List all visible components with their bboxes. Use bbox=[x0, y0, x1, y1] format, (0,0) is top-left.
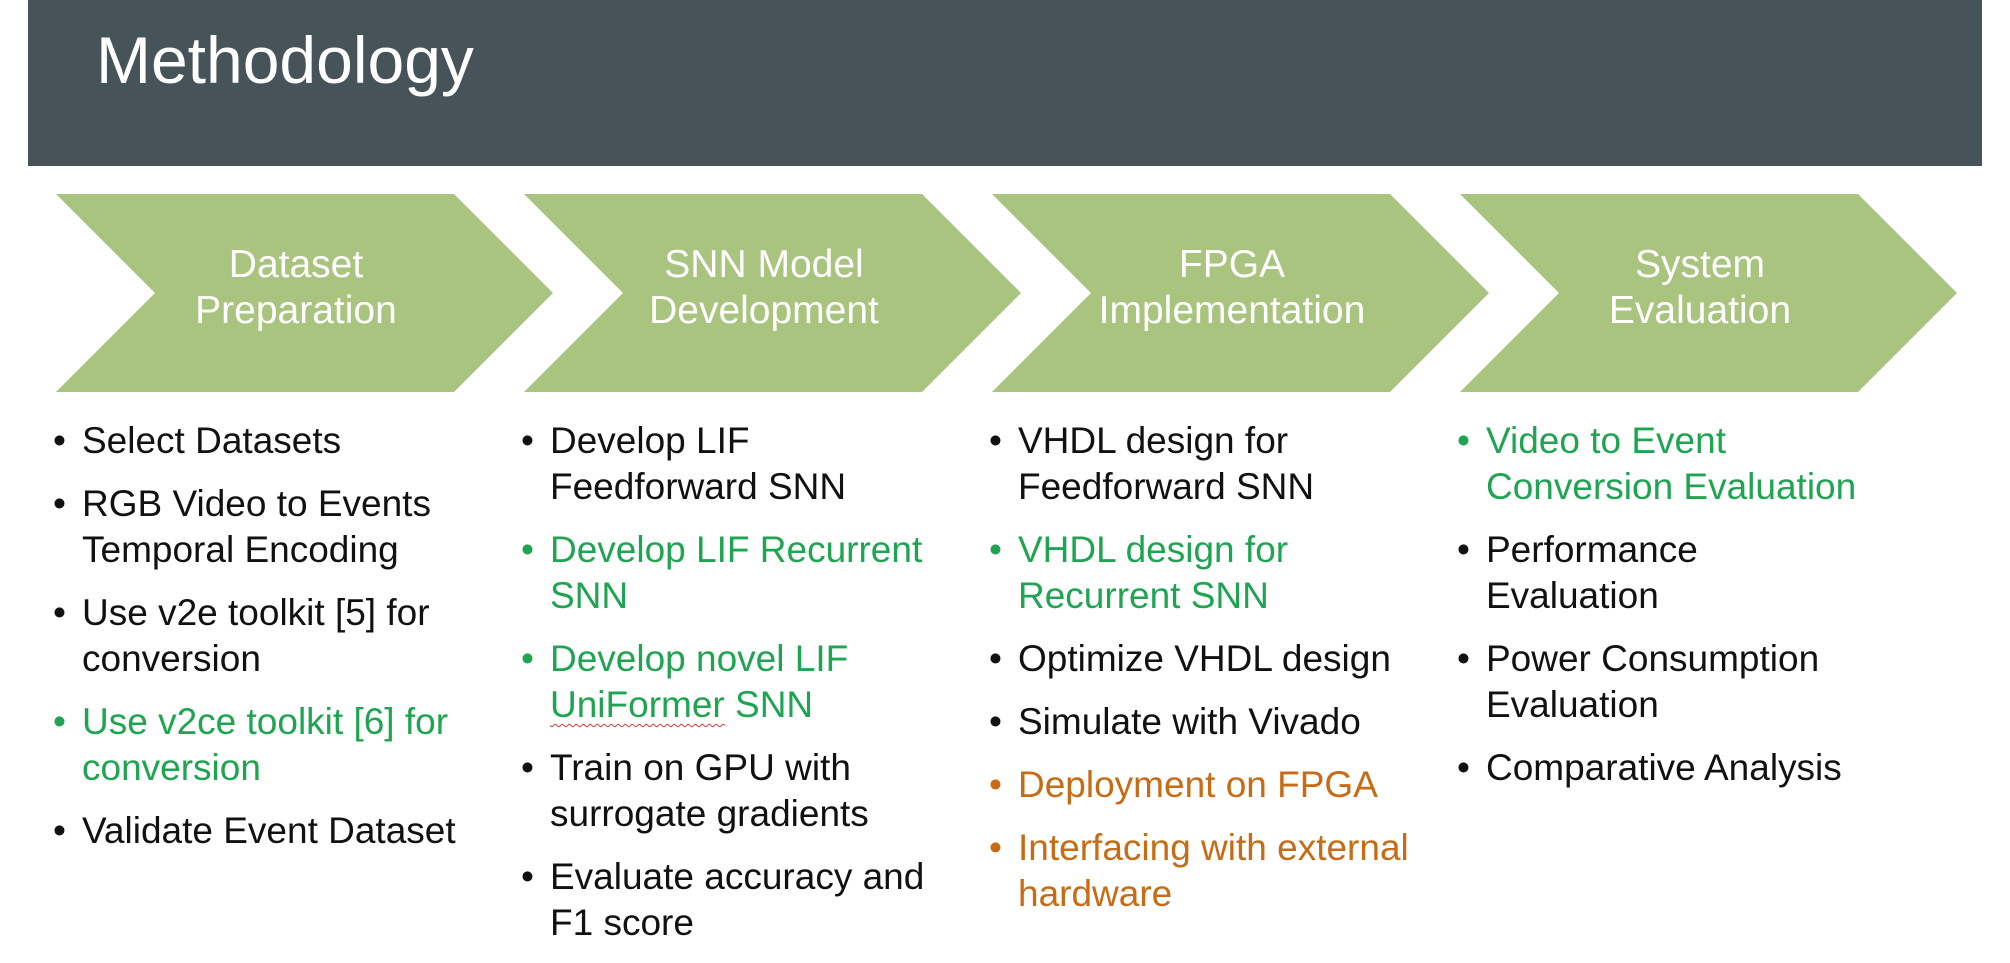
bullet-list-dataset-preparation: Select Datasets RGB Video to Events Temp… bbox=[53, 418, 463, 871]
bullet-item: Power Consumption Evaluation bbox=[1457, 636, 1877, 728]
chevron-arrow-shape bbox=[992, 194, 1489, 392]
bullet-list-system-evaluation: Video to Event Conversion Evaluation Per… bbox=[1457, 418, 1877, 808]
chevron-label-line1: SNN Model bbox=[664, 243, 864, 286]
bullet-item: Use v2ce toolkit [6] for conversion bbox=[53, 699, 463, 791]
chevron-arrow-shape bbox=[56, 194, 553, 392]
bullet-item: Video to Event Conversion Evaluation bbox=[1457, 418, 1877, 510]
bullet-item: Deployment on FPGA bbox=[989, 762, 1409, 808]
bullet-item: VHDL design for Recurrent SNN bbox=[989, 527, 1409, 619]
bullet-item: Develop LIF Recurrent SNN bbox=[521, 527, 941, 619]
spellcheck-underlined-word: UniFormer bbox=[550, 684, 725, 725]
bullet-item: Validate Event Dataset bbox=[53, 808, 463, 854]
bullet-text-before: Develop novel LIF bbox=[550, 638, 849, 679]
bullet-item: Interfacing with external hardware bbox=[989, 825, 1409, 917]
chevron-snn-model-development: SNN Model Development bbox=[524, 194, 1024, 392]
chevron-label: System Evaluation bbox=[1500, 242, 1900, 334]
chevron-label: SNN Model Development bbox=[564, 242, 964, 334]
chevron-system-evaluation: System Evaluation bbox=[1460, 194, 1960, 392]
bullet-item: RGB Video to Events Temporal Encoding bbox=[53, 481, 463, 573]
bullet-text-after: SNN bbox=[724, 684, 814, 725]
bullet-item: Comparative Analysis bbox=[1457, 745, 1877, 791]
chevron-label-line2: Evaluation bbox=[1608, 289, 1792, 332]
bullet-item: VHDL design for Feedforward SNN bbox=[989, 418, 1409, 510]
chevron-label-line2: Development bbox=[649, 289, 879, 332]
slide-title: Methodology bbox=[96, 23, 474, 97]
chevron-label: Dataset Preparation bbox=[96, 242, 496, 334]
chevron-label: FPGA Implementation bbox=[1032, 242, 1432, 334]
chevron-label-line1: Dataset bbox=[228, 243, 364, 286]
chevron-dataset-preparation: Dataset Preparation bbox=[56, 194, 556, 392]
chevron-label-line2: Preparation bbox=[195, 289, 397, 332]
bullet-item: Performance Evaluation bbox=[1457, 527, 1877, 619]
bullet-item: Simulate with Vivado bbox=[989, 699, 1409, 745]
bullet-item: Develop novel LIF UniFormer SNN bbox=[521, 636, 941, 728]
bullet-item: Develop LIF Feedforward SNN bbox=[521, 418, 941, 510]
bullet-item: Use v2e toolkit [5] for conversion bbox=[53, 590, 463, 682]
chevron-fpga-implementation: FPGA Implementation bbox=[992, 194, 1492, 392]
title-bar: Methodology bbox=[28, 0, 1982, 166]
bullet-item: Optimize VHDL design bbox=[989, 636, 1409, 682]
chevron-arrow-shape bbox=[524, 194, 1021, 392]
bullet-item: Train on GPU with surrogate gradients bbox=[521, 745, 941, 837]
chevron-arrow-shape bbox=[1460, 194, 1957, 392]
chevron-label-line2: Implementation bbox=[1098, 289, 1366, 332]
bullet-item: Evaluate accuracy and F1 score bbox=[521, 854, 941, 946]
bullet-list-snn-model-development: Develop LIF Feedforward SNN Develop LIF … bbox=[521, 418, 941, 963]
bullet-item: Select Datasets bbox=[53, 418, 463, 464]
chevron-label-line1: System bbox=[1634, 243, 1766, 286]
chevron-label-line1: FPGA bbox=[1178, 243, 1286, 286]
bullet-list-fpga-implementation: VHDL design for Feedforward SNN VHDL des… bbox=[989, 418, 1409, 934]
